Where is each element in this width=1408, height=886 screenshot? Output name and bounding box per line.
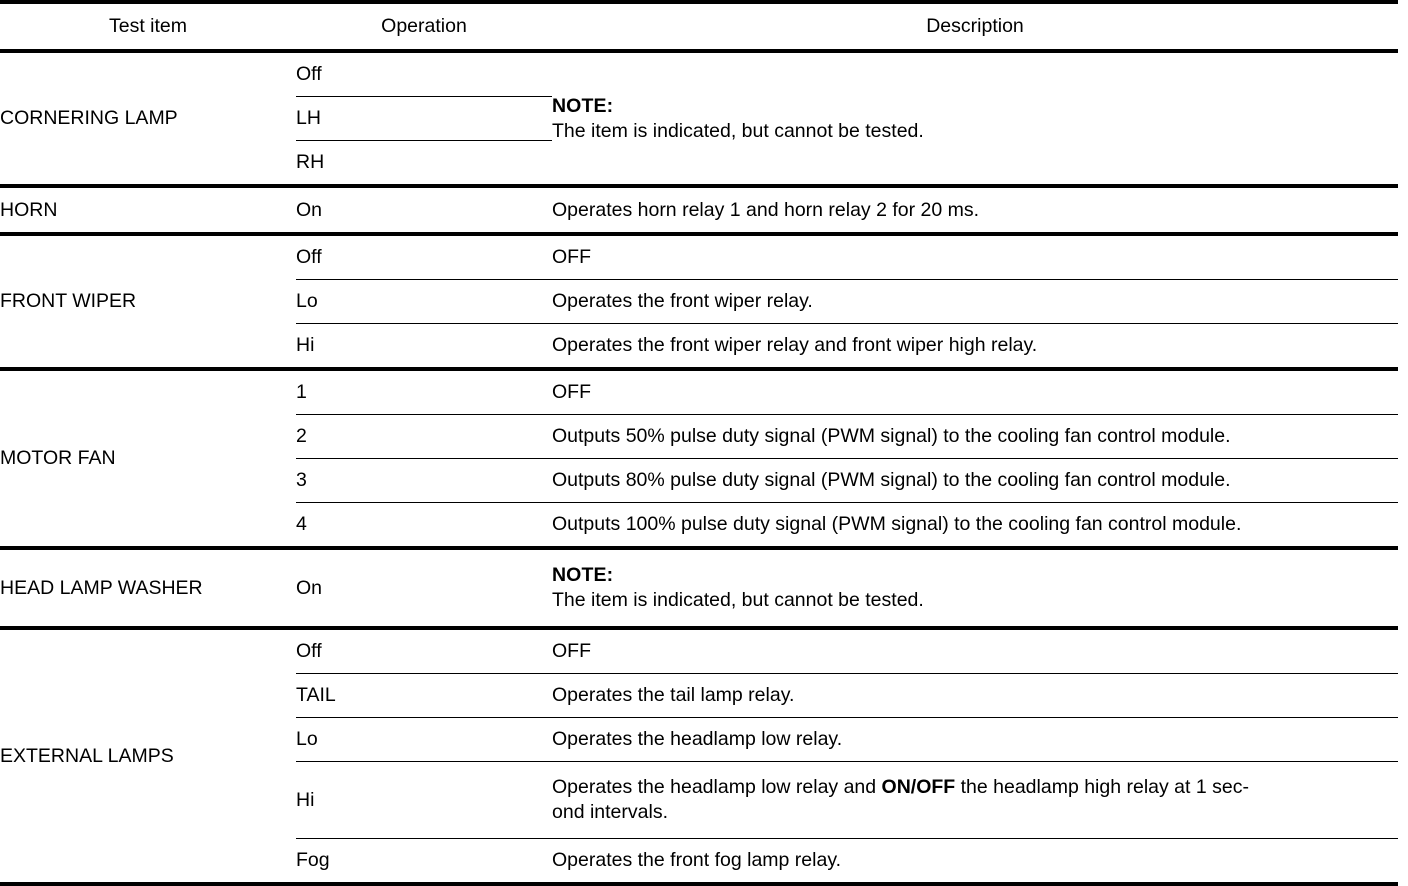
cell-description: Operates the headlamp low relay and ON/O…	[552, 761, 1398, 839]
cell-test-item: CORNERING LAMP	[0, 107, 178, 130]
cell-description: Outputs 50% pulse duty signal (PWM signa…	[552, 414, 1398, 459]
cell-operation: 3	[296, 458, 552, 503]
cell-operation: Off	[296, 51, 552, 97]
cell-test-item: HORN	[0, 184, 296, 236]
cell-operation: Off	[296, 234, 552, 280]
description-line-1: Operates the headlamp low relay and ON/O…	[552, 775, 1398, 800]
cell-operation: On	[296, 546, 552, 630]
note-body: The item is indicated, but cannot be tes…	[552, 589, 924, 611]
cell-test-item: EXTERNAL LAMPS	[0, 744, 174, 767]
cell-description: OFF	[552, 367, 1398, 415]
table-row: CORNERING LAMP Off NOTE: The item is ind…	[0, 51, 1398, 142]
note-body: The item is indicated, but cannot be tes…	[552, 119, 924, 142]
table-row: Lo Operates the headlamp low relay.	[0, 717, 1398, 762]
cell-operation: TAIL	[296, 673, 552, 718]
cell-operation: 2	[296, 414, 552, 459]
cell-operation: Lo	[296, 279, 552, 324]
cell-operation: 4	[296, 513, 307, 536]
cell-description: Outputs 80% pulse duty signal (PWM signa…	[552, 458, 1398, 503]
table-header-row: Test item Operation Description	[0, 0, 1398, 53]
table-row: 3 Outputs 80% pulse duty signal (PWM sig…	[0, 458, 1398, 503]
cell-description: Operates the tail lamp relay.	[552, 673, 1398, 718]
cell-test-item: FRONT WIPER	[0, 290, 137, 313]
column-header-operation: Operation	[296, 0, 552, 53]
table-row: EXTERNAL LAMPS Off OFF	[0, 628, 1398, 767]
cell-description: OFF	[552, 628, 1398, 674]
cell-description: Operates horn relay 1 and horn relay 2 f…	[552, 184, 1398, 236]
cell-test-item: HEAD LAMP WASHER	[0, 546, 296, 630]
cell-operation: Off	[296, 628, 552, 674]
cell-operation: LH	[296, 96, 552, 141]
table-row: HORN On Operates horn relay 1 and horn r…	[0, 184, 1398, 236]
cell-description: OFF	[552, 234, 1398, 280]
description-text-a: Operates the headlamp low relay and	[552, 776, 882, 799]
note-label: NOTE:	[552, 94, 614, 117]
table-row: Hi Operates the front wiper relay and fr…	[0, 324, 1398, 370]
table-row: RH	[0, 141, 1398, 187]
table-header: Test item Operation Description	[0, 0, 1398, 53]
cell-operation: 1	[296, 367, 552, 415]
cell-description: Operates the headlamp low relay.	[552, 717, 1398, 762]
cell-operation: Hi	[296, 761, 552, 839]
table-row: Hi Operates the headlamp low relay and O…	[0, 761, 1398, 839]
table-row: 4 Outputs 100% pulse duty signal (PWM si…	[0, 503, 1398, 549]
description-line-2: ond intervals.	[552, 801, 668, 823]
column-header-test-item: Test item	[0, 0, 296, 53]
column-header-description: Description	[552, 0, 1398, 53]
cell-description: Outputs 100% pulse duty signal (PWM sign…	[552, 513, 1242, 536]
cell-operation: Hi	[296, 334, 315, 357]
cell-description: NOTE: The item is indicated, but cannot …	[552, 51, 1398, 186]
table-row: MOTOR FAN 1 OFF	[0, 367, 1398, 548]
description-emphasis: ON/OFF	[881, 776, 956, 799]
table-row: 2 Outputs 50% pulse duty signal (PWM sig…	[0, 414, 1398, 459]
cell-description: Operates the front wiper relay.	[552, 279, 1398, 324]
table-row: TAIL Operates the tail lamp relay.	[0, 673, 1398, 718]
description-text-c: the headlamp high relay at 1 sec-	[955, 776, 1249, 799]
cell-operation: RH	[296, 151, 325, 174]
cell-operation: Lo	[296, 717, 552, 762]
cell-test-item: MOTOR FAN	[0, 367, 296, 548]
table-bottom-rule	[0, 882, 1398, 886]
table-row: Lo Operates the front wiper relay.	[0, 279, 1398, 324]
note-label: NOTE:	[552, 564, 614, 587]
cell-operation: On	[296, 184, 552, 236]
table-body: CORNERING LAMP Off NOTE: The item is ind…	[0, 51, 1398, 882]
cell-description: Operates the front wiper relay and front…	[552, 334, 1038, 357]
table-row: LH	[0, 96, 1398, 141]
table-row: HEAD LAMP WASHER On NOTE: The item is in…	[0, 546, 1398, 630]
cell-description: NOTE: The item is indicated, but cannot …	[552, 546, 1398, 630]
cell-operation: Fog	[296, 849, 330, 872]
table-row: FRONT WIPER Off OFF	[0, 234, 1398, 312]
cell-description: Operates the front fog lamp relay.	[552, 849, 842, 872]
